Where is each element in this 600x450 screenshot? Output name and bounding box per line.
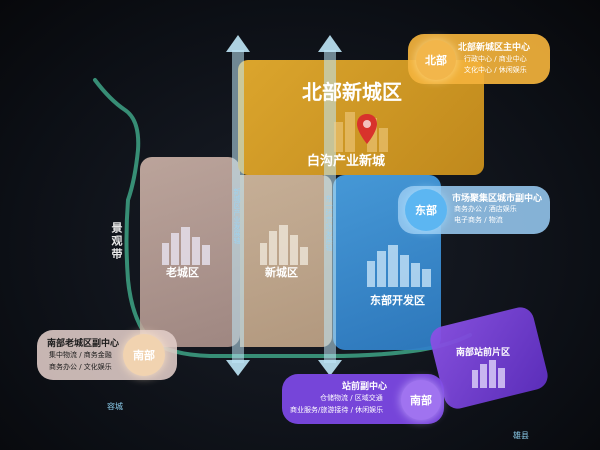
north-zone-title: 北部新城区 — [302, 80, 402, 104]
card-title: 市场聚集区城市副中心 — [452, 194, 543, 204]
card-line: 商业服务/旅游接待 / 休闲娱乐 — [290, 406, 384, 414]
card-line: 仓储物流 / 区域交通 — [320, 394, 383, 402]
card-title: 南部老城区副中心 — [47, 339, 120, 349]
east-axis-label: 东一环市场发展轴 — [325, 195, 333, 251]
new-city-label: 新城区 — [265, 266, 298, 279]
skyline-icon — [162, 227, 210, 265]
card-line: 集中物流 / 商务金融 — [49, 351, 112, 359]
east-zone-label: 东部开发区 — [370, 294, 425, 307]
south-station-label: 南部站前片区 — [456, 348, 511, 358]
southwest-badge: 南部 — [123, 334, 165, 376]
north-zone-subtitle: 白沟产业新城 — [307, 154, 386, 169]
card-line: 文化中心 / 休闲娱乐 — [464, 66, 527, 74]
north-badge: 北部 — [416, 40, 456, 80]
xiongxian-label: 雄县 — [513, 431, 529, 440]
west-axis-bar — [232, 50, 244, 363]
south-badge: 南部 — [401, 380, 441, 420]
east-badge: 东部 — [405, 189, 447, 231]
old-city-label: 老城区 — [166, 266, 199, 279]
east-axis-bar — [324, 50, 336, 363]
card-line: 电子商务 / 物流 — [454, 216, 503, 224]
arrow-down-icon — [318, 360, 342, 376]
card-title: 站前副中心 — [342, 382, 388, 392]
landscape-belt-label: 景观带 — [110, 222, 123, 261]
card-line: 行政中心 / 商业中心 — [464, 55, 527, 63]
card-line: 商务办公 / 文化娱乐 — [49, 363, 112, 371]
skyline-icon — [472, 360, 505, 388]
card-line: 商务办公 / 酒店娱乐 — [454, 205, 517, 213]
arrow-up-icon — [318, 35, 342, 52]
arrow-down-icon — [226, 360, 250, 376]
skyline-icon — [367, 245, 431, 287]
arrow-up-icon — [226, 35, 250, 52]
map-pin-icon[interactable] — [356, 113, 378, 145]
skyline-icon — [260, 225, 308, 265]
west-axis-label: 新城区产业发展轴 — [233, 188, 241, 244]
rongcheng-label: 容城 — [107, 402, 123, 411]
card-title: 北部新城区主中心 — [458, 43, 531, 53]
